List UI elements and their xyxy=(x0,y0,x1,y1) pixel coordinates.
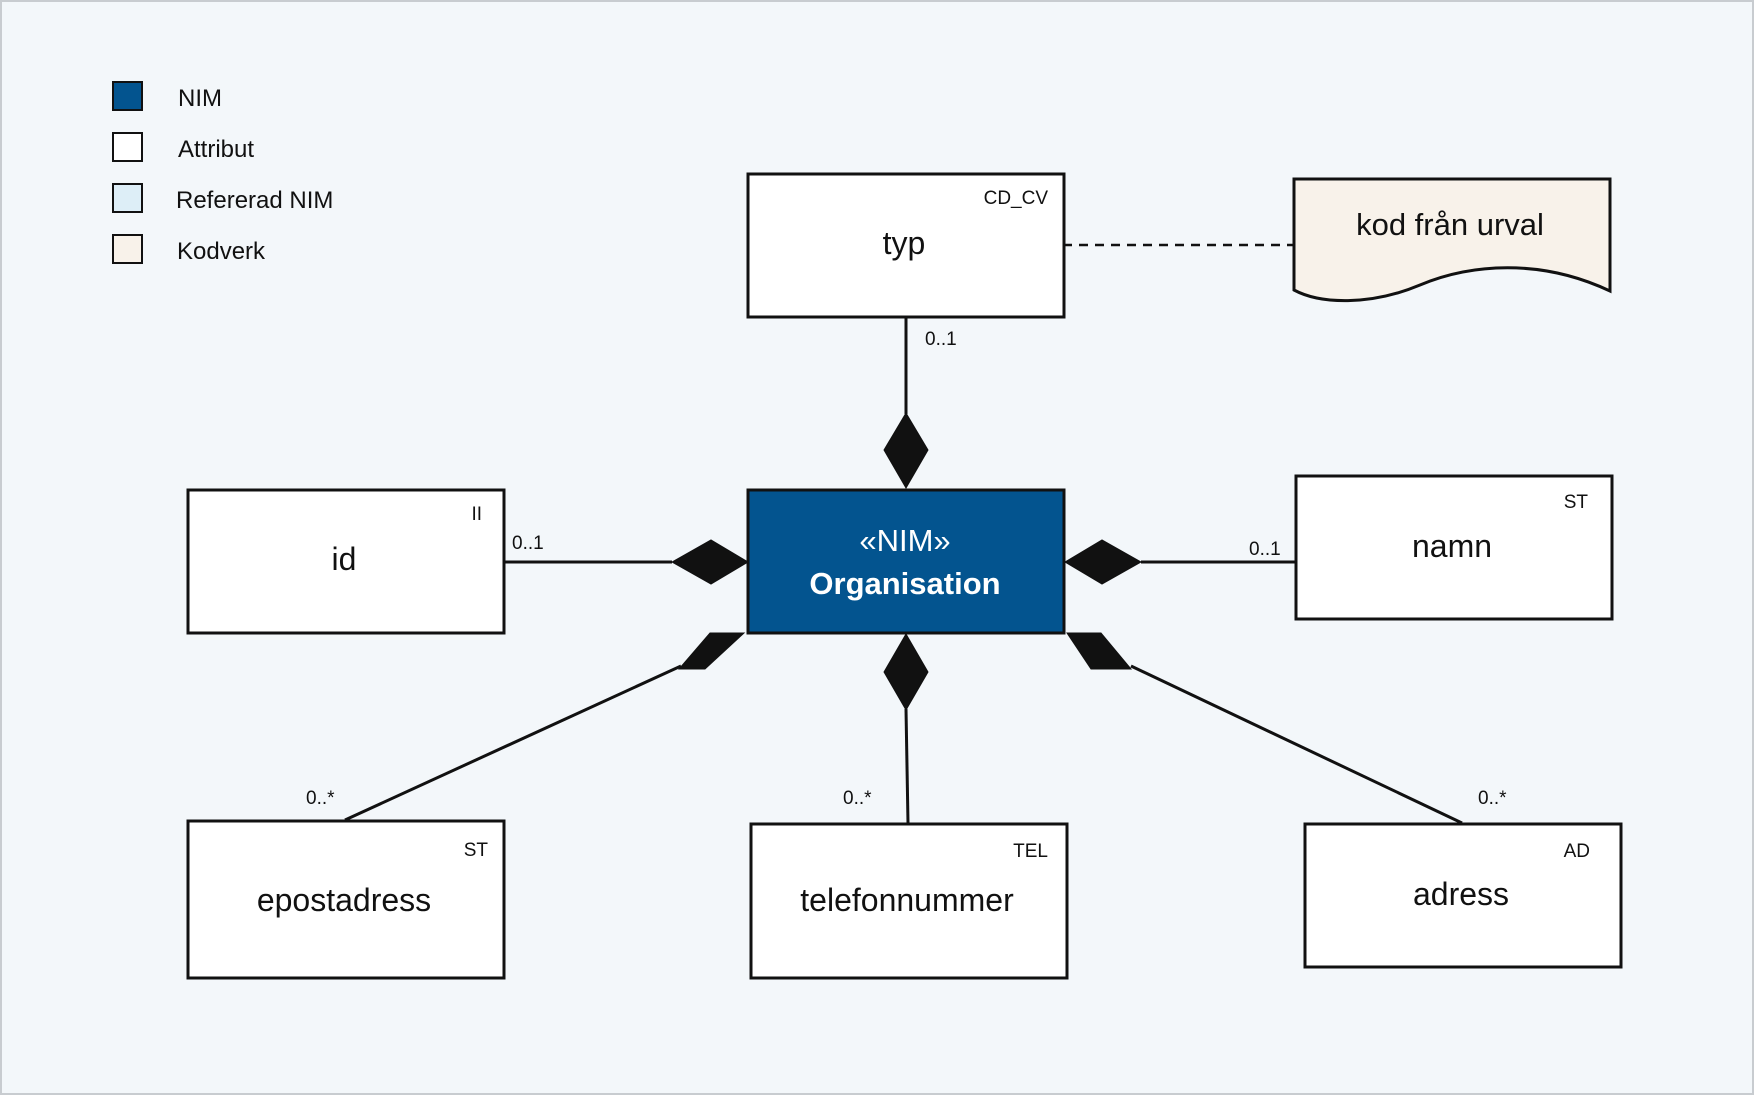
legend-swatch-kodverk xyxy=(112,234,143,264)
nim-class-frame xyxy=(746,488,1066,635)
diamond-epostadress xyxy=(677,632,746,670)
diamond-telefonnummer xyxy=(883,633,929,711)
connectors xyxy=(344,243,1463,825)
attribute-name-namn: namn xyxy=(1412,528,1492,564)
attribute-box-namn-frame xyxy=(1294,474,1614,621)
legend-label-kodverk: Kodverk xyxy=(177,238,266,265)
legend-swatch-attribut xyxy=(112,132,143,162)
codelist-label: kod från urval xyxy=(1356,207,1544,242)
attribute-type-id: II xyxy=(471,504,482,525)
legend-label-attribut: Attribut xyxy=(178,136,254,163)
attribute-box-typ[interactable]: CD_CV typ xyxy=(746,172,1066,319)
codelist-kodverk[interactable]: kod från urval xyxy=(1292,177,1612,303)
diamond-typ xyxy=(883,412,929,489)
multiplicity-namn: 0..1 xyxy=(1249,539,1281,560)
connector-telefonnummer xyxy=(904,708,910,824)
attribute-name-id: id xyxy=(332,541,357,577)
nim-class-name: Organisation xyxy=(809,566,1000,601)
attribute-type-telefonnummer: TEL xyxy=(1013,841,1048,862)
attribute-box-typ-frame xyxy=(746,172,1066,319)
codelist-document-shape xyxy=(1292,177,1612,303)
legend-swatch-nim xyxy=(112,81,143,111)
attribute-box-epostadress-frame xyxy=(186,819,506,980)
diamond-namn xyxy=(1064,539,1143,585)
attribute-name-typ: typ xyxy=(883,225,926,261)
composition-diamonds xyxy=(670,412,1143,711)
attribute-type-adress: AD xyxy=(1564,841,1590,862)
multiplicity-typ: 0..1 xyxy=(925,329,957,350)
legend-label-nim: NIM xyxy=(178,85,222,112)
legend-item-kodverk: Kodverk xyxy=(112,234,266,265)
legend-item-attribut: Attribut xyxy=(112,132,254,163)
attribute-name-epostadress: epostadress xyxy=(257,882,431,918)
attribute-box-epostadress[interactable]: ST epostadress xyxy=(186,819,506,980)
multiplicity-adress: 0..* xyxy=(1478,788,1507,809)
nim-class-organisation[interactable]: «NIM» Organisation xyxy=(746,488,1066,635)
diamond-adress xyxy=(1066,632,1133,670)
attribute-type-typ: CD_CV xyxy=(984,188,1049,209)
legend-swatch-refererad-nim xyxy=(112,183,143,213)
attribute-type-namn: ST xyxy=(1564,492,1589,513)
nim-stereotype: «NIM» xyxy=(859,523,950,558)
multiplicity-epostadress: 0..* xyxy=(306,788,335,809)
attribute-name-adress: adress xyxy=(1413,876,1509,912)
attribute-name-telefonnummer: telefonnummer xyxy=(800,882,1014,918)
multiplicity-id: 0..1 xyxy=(512,533,544,554)
multiplicity-telefonnummer: 0..* xyxy=(843,788,872,809)
attribute-type-epostadress: ST xyxy=(464,840,489,861)
attribute-box-id[interactable]: II id xyxy=(186,488,506,635)
attribute-box-id-frame xyxy=(186,488,506,635)
attribute-box-telefonnummer-frame xyxy=(749,822,1069,980)
attribute-box-adress[interactable]: AD adress xyxy=(1303,822,1623,969)
connector-adress xyxy=(1130,664,1463,825)
legend-item-nim: NIM xyxy=(112,81,222,112)
attribute-box-telefonnummer[interactable]: TEL telefonnummer xyxy=(749,822,1069,980)
legend-item-refererad-nim: Refererad NIM xyxy=(112,183,333,214)
legend: NIM Attribut Refererad NIM Kodverk xyxy=(112,81,333,265)
legend-label-refererad-nim: Refererad NIM xyxy=(176,187,333,214)
attribute-box-namn[interactable]: ST namn xyxy=(1294,474,1614,621)
connector-epostadress xyxy=(344,664,682,822)
attribute-box-adress-frame xyxy=(1303,822,1623,969)
multiplicities: 0..1 0..1 0..1 0..* 0..* 0..* xyxy=(306,329,1507,809)
